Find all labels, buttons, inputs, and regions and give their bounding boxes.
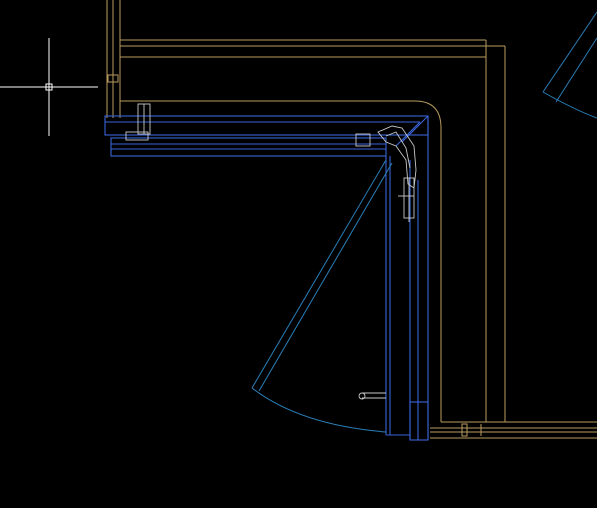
shower-frame	[104, 115, 429, 441]
swing-door-open-b	[258, 162, 393, 392]
corner-hinge-inner	[385, 131, 411, 169]
swing-upper-b	[555, 37, 597, 103]
swing-upper-arc	[542, 91, 597, 119]
wall-rounded-corner	[120, 100, 442, 135]
frame-top-outer	[104, 115, 429, 136]
frame-corner-diagonal-2	[395, 121, 421, 147]
seal-top-right	[355, 133, 371, 147]
door-handle-knob	[358, 392, 366, 400]
frame-top-lower	[110, 137, 387, 157]
frame-right-foot	[409, 401, 429, 441]
swing-upper-a	[542, 11, 597, 93]
crosshair-cursor-icon	[0, 38, 98, 136]
wall-bottom-fixing	[461, 423, 468, 437]
crosshair-pickbox	[45, 83, 53, 91]
wall-left-fixing	[107, 74, 119, 83]
wall-lines	[106, 0, 597, 439]
frame-corner-diagonal	[401, 115, 429, 143]
seal-top-left	[125, 131, 149, 141]
swing-arc-main	[251, 387, 387, 433]
hardware-details	[125, 103, 417, 400]
swing-door-open-a	[251, 159, 387, 389]
door-swings	[251, 11, 597, 433]
